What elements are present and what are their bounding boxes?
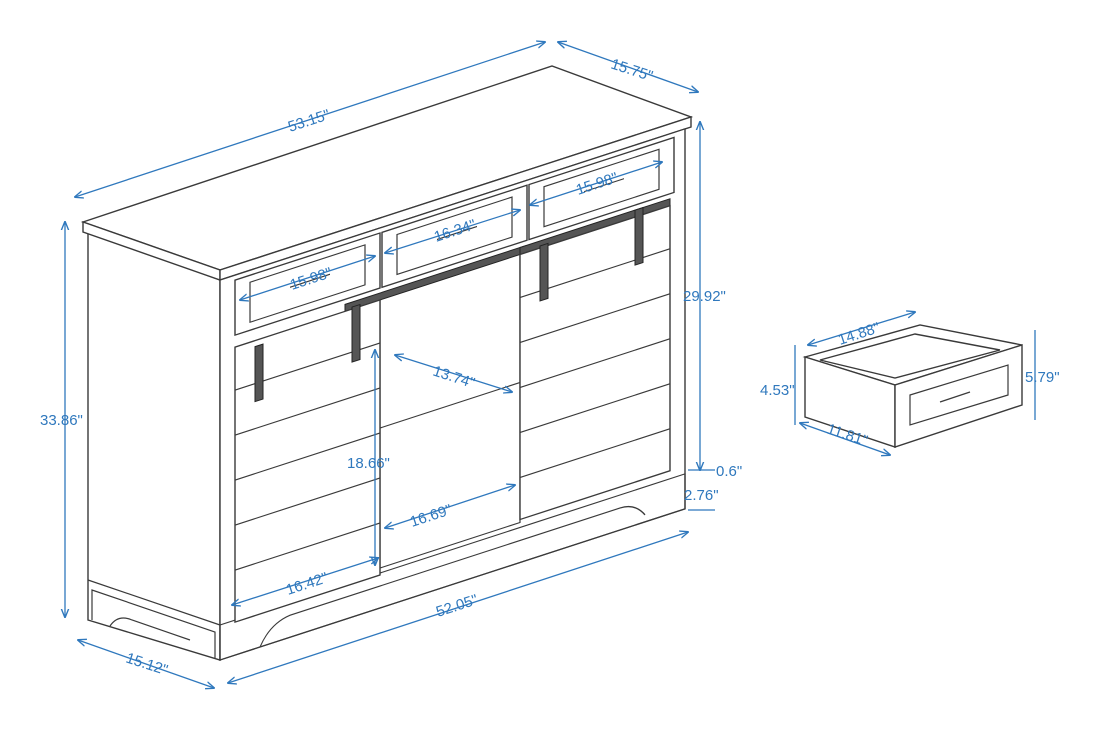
label-base-height: 2.76" [684, 487, 719, 504]
label-body-height: 29.92" [683, 288, 726, 305]
label-base-width: 52.05" [434, 591, 480, 620]
label-overall-width: 53.15" [286, 106, 332, 135]
label-side-depth: 15.12" [124, 650, 170, 679]
label-cabinet-height: 18.66" [347, 455, 390, 472]
side-base-line [87, 579, 221, 626]
label-top-gap: 0.6" [716, 463, 742, 480]
label-drawer-front-height: 5.79" [1025, 369, 1060, 386]
dimension-lines [65, 42, 1036, 688]
right-sliding-door [519, 204, 671, 521]
label-overall-depth: 15.75" [609, 56, 655, 85]
label-overall-height: 33.86" [40, 412, 83, 429]
label-drawer-inner-height: 4.53" [760, 382, 795, 399]
